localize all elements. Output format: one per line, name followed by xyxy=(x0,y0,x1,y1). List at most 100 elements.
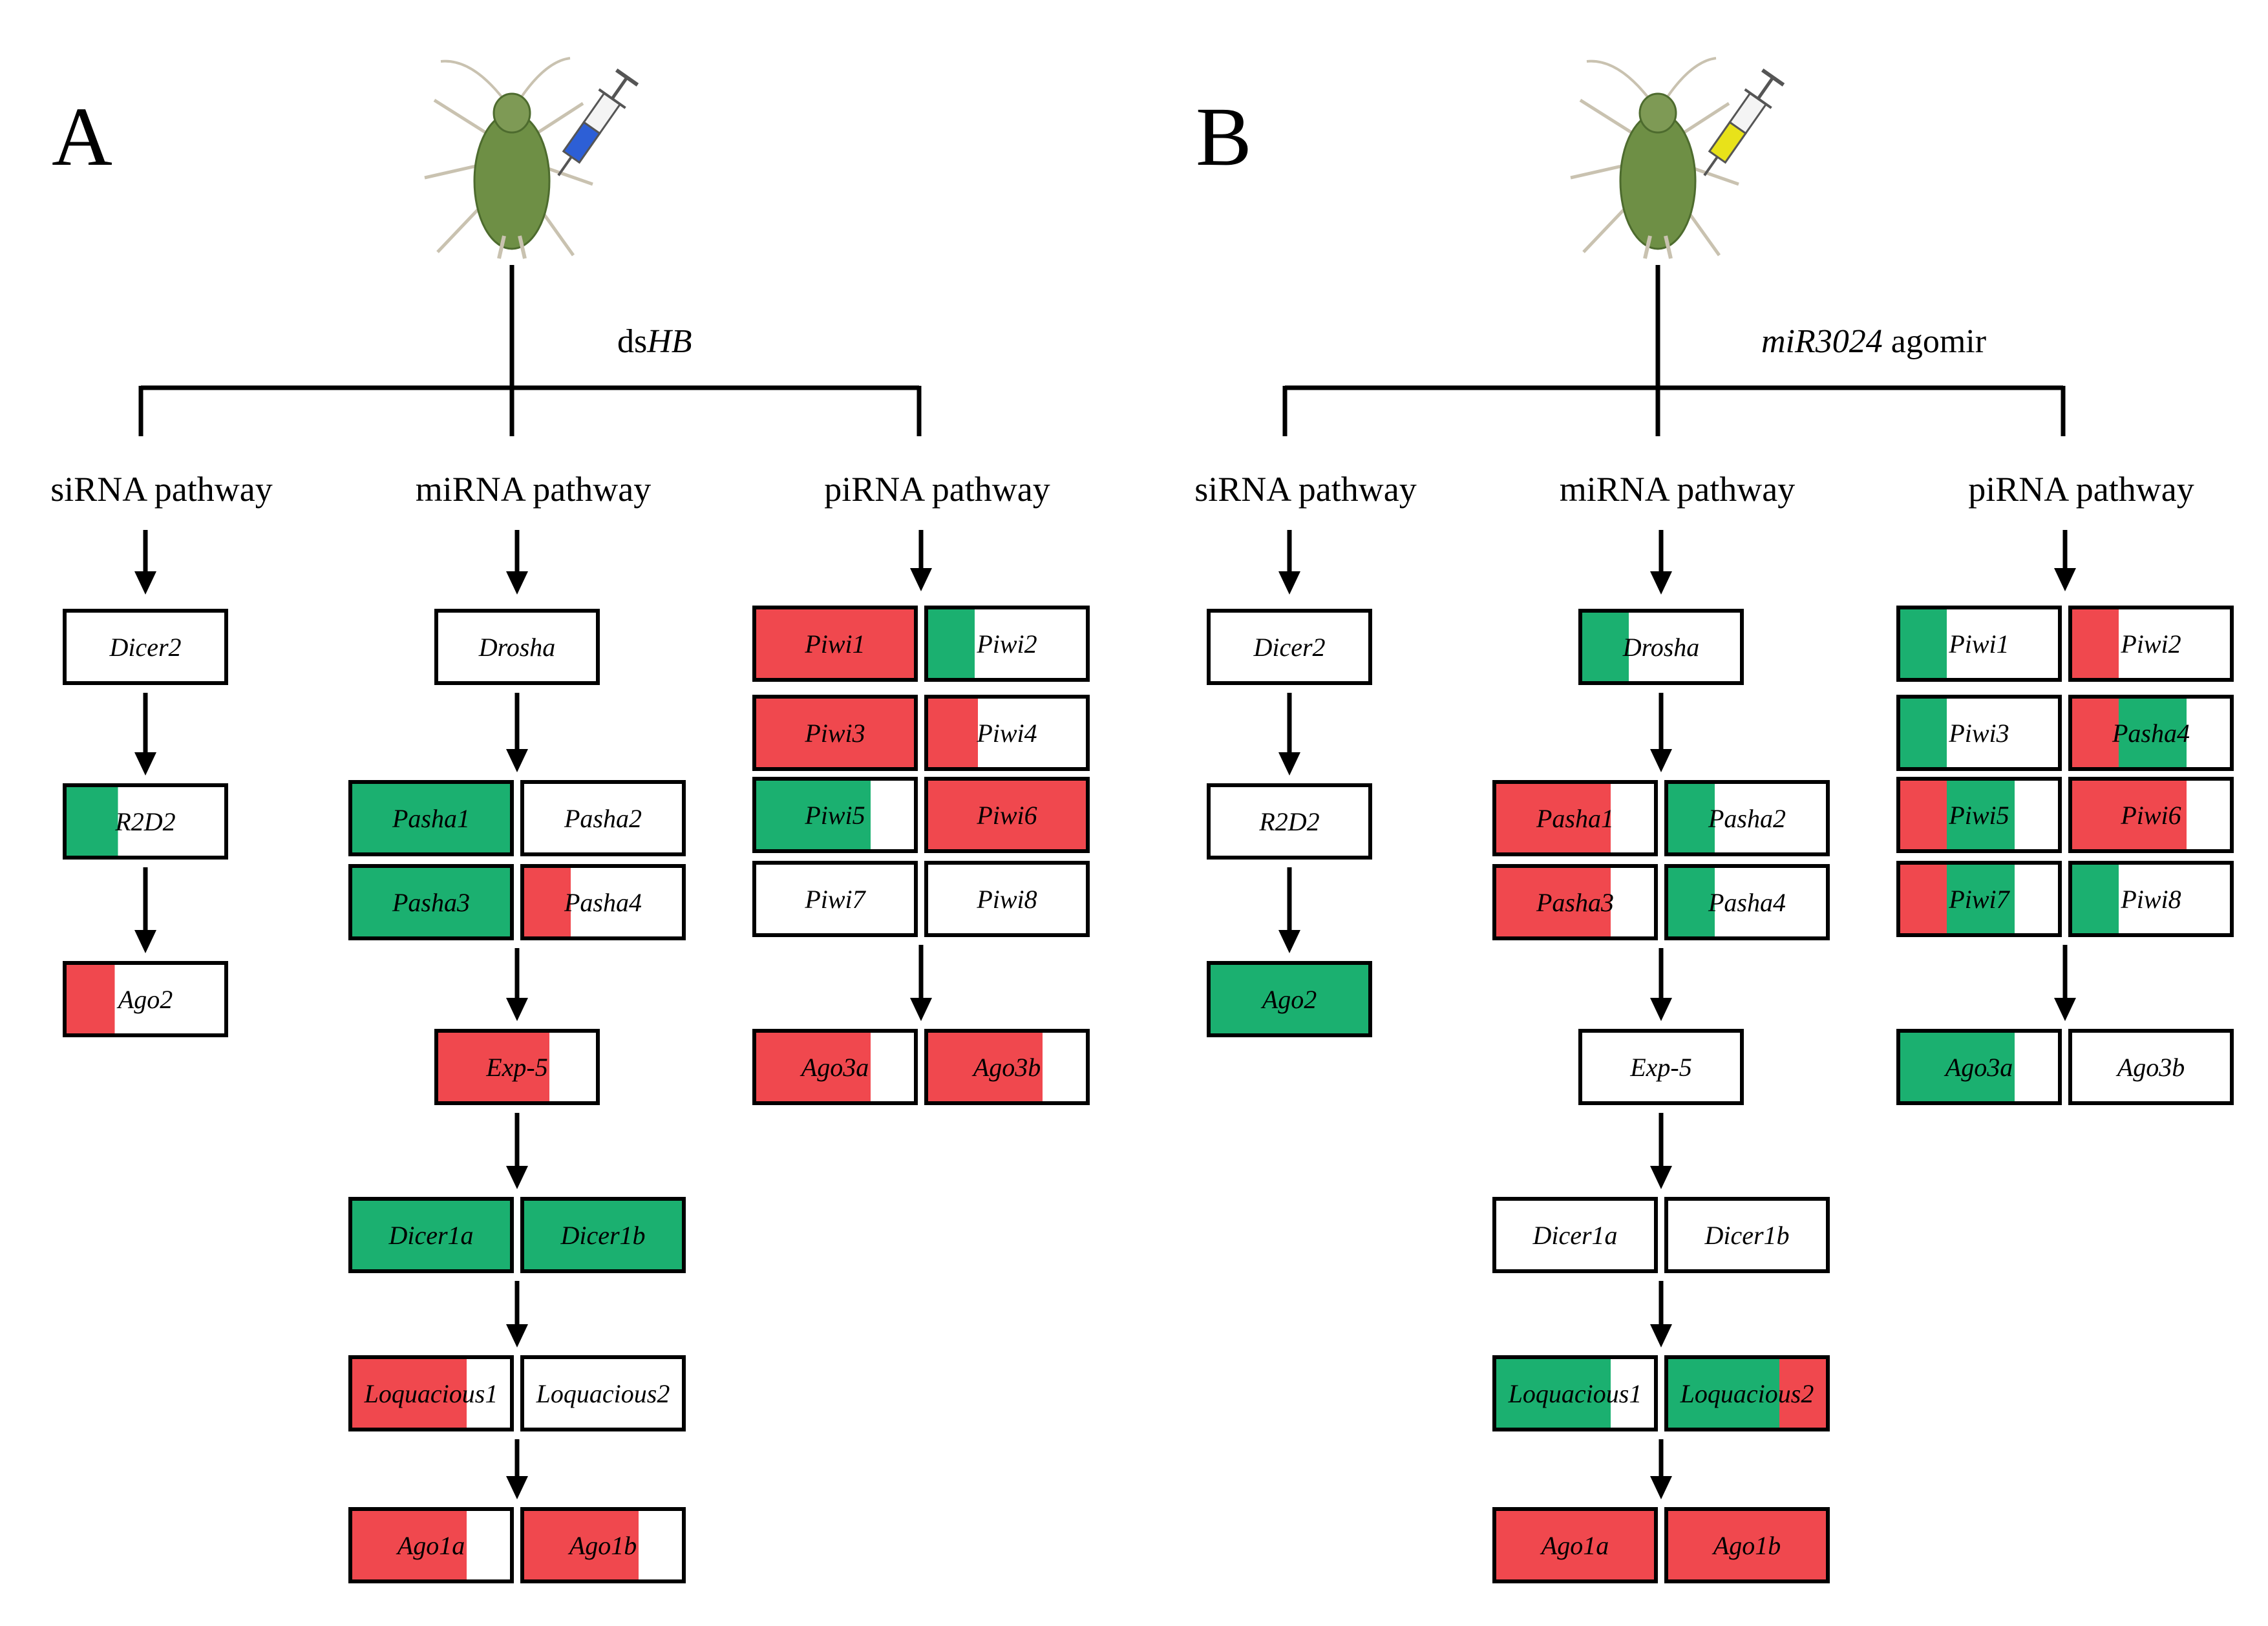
arrow-2-head xyxy=(1278,930,1300,953)
gene-box-ago3a-label: Ago3a xyxy=(1944,1053,2013,1082)
gene-box-loquacious2-fill-b xyxy=(1779,1357,1828,1430)
arrow-5-head xyxy=(1650,1324,1672,1347)
gene-box-pasha1-border xyxy=(348,780,514,856)
gene-box-loquacious2: Loquacious2 xyxy=(1664,1355,1830,1431)
pathway-title: miRNA pathway xyxy=(416,470,651,509)
gene-box-pasha2: Pasha2 xyxy=(520,780,686,856)
gene-box-ago1a-fill-b xyxy=(467,1509,512,1581)
aphid-antenna-right xyxy=(516,57,571,105)
gene-box-pasha3-fill xyxy=(350,866,512,938)
gene-box-pasha4: Pasha4 xyxy=(2068,695,2234,771)
gene-box-loquacious2-border xyxy=(1664,1355,1830,1431)
gene-box-dicer1b-border xyxy=(1664,1197,1830,1273)
aphid-siphon-right xyxy=(1664,235,1673,259)
gene-box-piwi4-fill-b xyxy=(978,697,1088,769)
gene-box-loquacious1-border xyxy=(348,1355,514,1431)
gene-box-piwi8: Piwi8 xyxy=(924,861,1090,937)
gene-box-loquacious1-fill-a xyxy=(1494,1357,1611,1430)
gene-box-piwi5-label: Piwi5 xyxy=(804,801,865,830)
gene-box-r2d2-label: R2D2 xyxy=(114,807,175,836)
gene-box-piwi6: Piwi6 xyxy=(924,777,1090,853)
gene-box-piwi1-label: Piwi1 xyxy=(1948,629,2009,659)
gene-box-pasha2-fill-b xyxy=(1715,782,1828,854)
syringe-thumb xyxy=(615,68,639,87)
gene-box-ago3a: Ago3a xyxy=(752,1029,918,1105)
gene-box-piwi7-fill xyxy=(754,863,916,935)
gene-box-piwi2-fill-b xyxy=(2119,607,2232,680)
gene-box-pasha4: Pasha4 xyxy=(520,864,686,940)
gene-box-dicer2-border xyxy=(63,609,228,685)
gene-box-pasha4-border xyxy=(1664,864,1830,940)
syringe-flange xyxy=(1744,88,1772,109)
gene-box-ago3a-fill-a xyxy=(754,1031,871,1103)
gene-box-dicer1b-label: Dicer1b xyxy=(560,1221,645,1250)
gene-box-r2d2: R2D2 xyxy=(63,783,228,860)
gene-box-loquacious2-fill-a xyxy=(1666,1357,1779,1430)
gene-box-piwi7-border xyxy=(752,861,918,937)
gene-box-pasha4-label: Pasha4 xyxy=(564,888,642,917)
gene-box-dicer1b: Dicer1b xyxy=(520,1197,686,1273)
gene-box-dicer1b-fill xyxy=(522,1199,684,1271)
gene-box-ago2-fill xyxy=(1209,963,1370,1035)
arrow-6-head xyxy=(1650,1476,1672,1499)
gene-box-r2d2-fill-b xyxy=(118,785,226,858)
arrow-1-head xyxy=(1278,752,1300,776)
gene-box-exp-5-border xyxy=(434,1029,600,1105)
gene-box-r2d2-fill-a xyxy=(65,785,118,858)
gene-box-piwi3-label: Piwi3 xyxy=(804,719,865,748)
gene-box-pasha1-border xyxy=(1492,780,1658,856)
gene-box-ago3b: Ago3b xyxy=(924,1029,1090,1105)
gene-box-ago3b-fill-b xyxy=(1043,1031,1088,1103)
gene-box-piwi2-fill-a xyxy=(2070,607,2119,680)
gene-box-pasha4-border xyxy=(520,864,686,940)
gene-box-dicer2-fill xyxy=(1209,611,1370,683)
gene-box-piwi3-border xyxy=(1896,695,2062,771)
gene-box-piwi7-border xyxy=(1896,861,2062,937)
gene-box-piwi8-fill xyxy=(926,863,1088,935)
gene-box-pasha2-fill xyxy=(522,782,684,854)
panel-b-letter: B xyxy=(1196,90,1252,184)
syringe-needle xyxy=(557,156,573,176)
gene-box-piwi2: Piwi2 xyxy=(924,606,1090,682)
gene-box-ago3b-border xyxy=(2068,1029,2234,1105)
arrow-4-head xyxy=(1650,1166,1672,1189)
gene-box-exp-5-border xyxy=(1578,1029,1744,1105)
panel-a-treatment-part-0: ds xyxy=(617,323,647,360)
gene-box-piwi5: Piwi5 xyxy=(752,777,918,853)
gene-box-ago1b-border xyxy=(1664,1507,1830,1583)
arrow-3-head xyxy=(1650,998,1672,1021)
syringe-plunger xyxy=(611,76,629,100)
gene-box-ago2-fill-a xyxy=(65,963,115,1035)
gene-box-ago1b-fill xyxy=(1666,1509,1828,1581)
syringe-plunger xyxy=(1757,76,1775,100)
gene-box-loquacious2: Loquacious2 xyxy=(520,1355,686,1431)
gene-box-piwi2-label: Piwi2 xyxy=(2120,629,2181,659)
gene-box-ago3a-fill-b xyxy=(2015,1031,2060,1103)
gene-box-pasha2-label: Pasha2 xyxy=(564,804,642,833)
gene-box-ago2: Ago2 xyxy=(63,961,228,1037)
aphid-head xyxy=(493,92,531,134)
syringe-needle xyxy=(1703,156,1719,176)
gene-box-piwi4-fill-a xyxy=(926,697,978,769)
panel-a-treatment-label: dsHB xyxy=(617,323,692,360)
gene-box-ago1b-fill-a xyxy=(522,1509,639,1581)
aphid-head xyxy=(1638,92,1677,134)
gene-box-piwi5-fill-a xyxy=(754,779,871,851)
gene-box-ago3b: Ago3b xyxy=(2068,1029,2234,1105)
gene-box-piwi1-border xyxy=(752,606,918,682)
gene-box-piwi1-label: Piwi1 xyxy=(804,629,865,659)
gene-box-piwi1-fill-a xyxy=(1898,607,1947,680)
gene-box-ago1a-border xyxy=(1492,1507,1658,1583)
gene-box-pasha2-fill-a xyxy=(1666,782,1715,854)
aphid-antenna-right xyxy=(1662,57,1717,105)
gene-box-exp-5-label: Exp-5 xyxy=(485,1053,548,1082)
gene-box-ago3b-border xyxy=(924,1029,1090,1105)
arrow-1-head xyxy=(1650,749,1672,772)
arrow-6-head xyxy=(506,1476,528,1499)
gene-box-dicer1a-fill xyxy=(1494,1199,1656,1271)
gene-box-loquacious1-fill-b xyxy=(1611,1357,1656,1430)
gene-box-exp-5: Exp-5 xyxy=(1578,1029,1744,1105)
